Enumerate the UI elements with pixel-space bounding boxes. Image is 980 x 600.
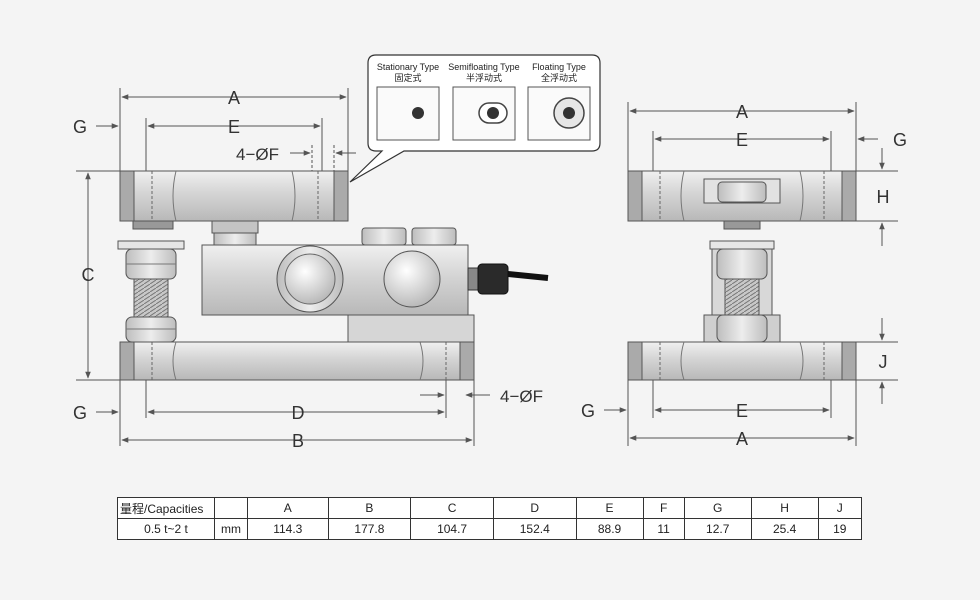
front-view xyxy=(117,170,549,381)
value-b: 177.8 xyxy=(327,518,412,540)
hole-label-top: 4−ØF xyxy=(236,145,279,164)
side-label-g-top: G xyxy=(893,130,907,150)
side-support-post xyxy=(703,220,781,343)
value-g: 12.7 xyxy=(683,518,752,540)
header-capacities: 量程/Capacities xyxy=(117,497,215,519)
semifloating-type-cn: 半浮动式 xyxy=(465,73,502,83)
table-header-row: 量程/Capacities A B C D E F G H J xyxy=(117,497,863,519)
mount-type-callout xyxy=(349,54,601,183)
row-capacity: 0.5 t~2 t xyxy=(117,518,215,540)
front-dimensions xyxy=(76,88,490,446)
side-label-h: H xyxy=(877,187,890,207)
front-label-d: D xyxy=(292,403,305,423)
capacity-spec-table: 量程/Capacities A B C D E F G H J 0.5 t~2 … xyxy=(117,497,863,540)
value-e: 88.9 xyxy=(575,518,644,540)
value-j: 19 xyxy=(817,518,863,540)
value-h: 25.4 xyxy=(750,518,819,540)
side-label-a-bottom: A xyxy=(736,429,748,449)
front-label-c: C xyxy=(82,265,95,285)
side-label-a-top: A xyxy=(736,102,748,122)
value-a: 114.3 xyxy=(247,518,329,540)
semifloating-type-title: Semifloating Type 半浮动式 xyxy=(444,62,524,84)
floating-type-cn: 全浮动式 xyxy=(540,73,577,83)
front-load-cell xyxy=(201,220,549,343)
side-dimensions xyxy=(604,102,898,446)
floating-type-en: Floating Type xyxy=(532,62,586,72)
row-unit: mm xyxy=(214,518,248,540)
header-col-g: G xyxy=(683,497,752,519)
table-row: 0.5 t~2 t mm 114.3 177.8 104.7 152.4 88.… xyxy=(117,518,863,540)
header-col-e: E xyxy=(575,497,644,519)
value-c: 104.7 xyxy=(410,518,494,540)
side-label-g-bottom: G xyxy=(581,401,595,421)
front-support-post xyxy=(117,220,185,343)
front-label-b: B xyxy=(292,431,304,451)
side-view xyxy=(627,170,857,381)
header-col-f: F xyxy=(642,497,685,519)
header-col-a: A xyxy=(247,497,329,519)
header-col-b: B xyxy=(327,497,412,519)
front-label-e: E xyxy=(228,117,240,137)
value-d: 152.4 xyxy=(492,518,577,540)
value-f: 11 xyxy=(642,518,685,540)
header-col-c: C xyxy=(410,497,494,519)
header-col-h: H xyxy=(750,497,819,519)
semifloating-type-en: Semifloating Type xyxy=(448,62,520,72)
side-label-e-bottom: E xyxy=(736,401,748,421)
floating-type-title: Floating Type 全浮动式 xyxy=(519,62,599,84)
front-bottom-plate xyxy=(119,341,475,381)
header-col-d: D xyxy=(492,497,577,519)
stationary-type-en: Stationary Type xyxy=(376,62,440,72)
front-top-plate xyxy=(119,170,349,222)
hole-label-bottom: 4−ØF xyxy=(500,387,543,406)
front-label-a: A xyxy=(228,88,240,108)
stationary-type-box xyxy=(376,86,440,141)
side-bottom-plate xyxy=(627,341,857,381)
front-label-g-bottom: G xyxy=(73,403,87,423)
front-label-g-top: G xyxy=(73,117,87,137)
side-top-plate xyxy=(627,170,857,222)
stationary-type-title: Stationary Type 固定式 xyxy=(368,62,448,84)
header-unit-blank xyxy=(214,497,248,519)
side-label-j: J xyxy=(879,352,888,372)
stationary-type-cn: 固定式 xyxy=(394,73,422,83)
side-label-e-top: E xyxy=(736,130,748,150)
header-col-j: J xyxy=(817,497,863,519)
